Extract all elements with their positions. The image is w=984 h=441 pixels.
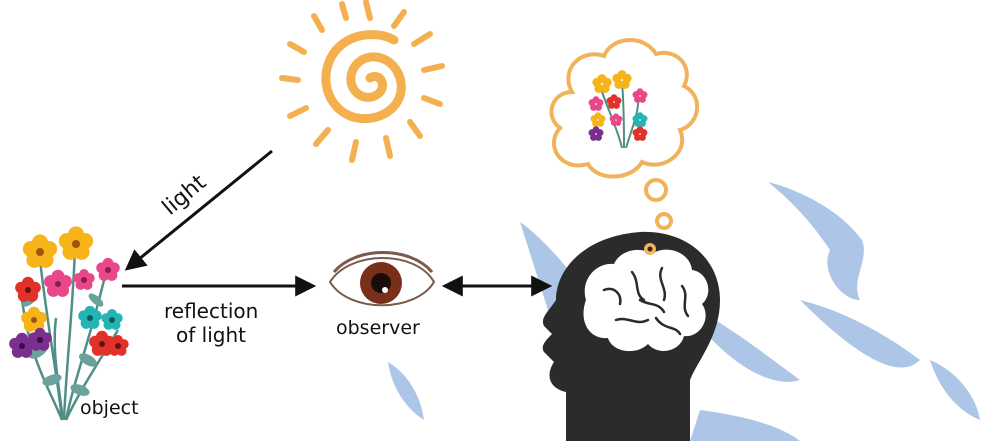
light-label: light — [158, 170, 212, 221]
object-label: object — [80, 397, 139, 419]
sun-icon — [279, 0, 445, 163]
observer-label: observer — [336, 317, 420, 339]
light-arrow — [124, 149, 273, 271]
reflection-label-line2: of light — [176, 323, 246, 347]
head-thought-dot — [644, 243, 656, 255]
reflection-label-line1: reflection — [164, 299, 258, 323]
brain-icon — [583, 249, 709, 352]
thought-flowers-icon — [588, 70, 648, 149]
eye-icon — [328, 251, 436, 307]
flower-bouquet-icon — [9, 226, 129, 421]
